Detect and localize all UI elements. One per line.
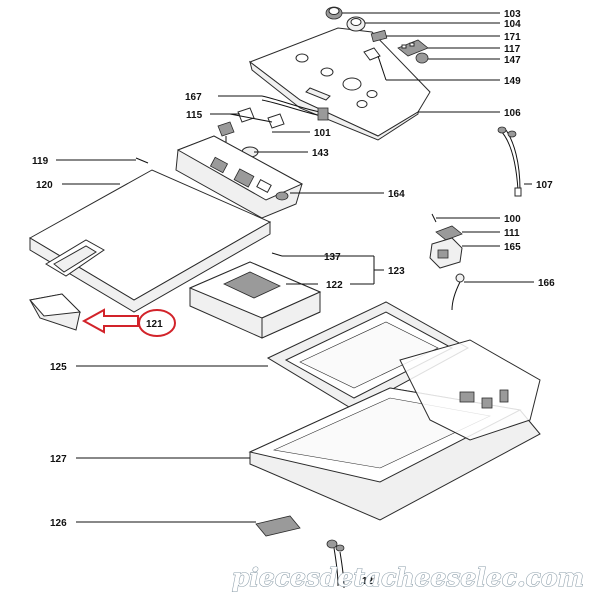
callout-127: 127: [50, 454, 67, 465]
callout-111: 111: [504, 228, 520, 239]
callout-104: 104: [504, 19, 521, 30]
callout-164: 164: [388, 189, 405, 200]
callout-119: 119: [32, 156, 49, 167]
callout-149: 149: [504, 76, 521, 87]
callout-labels: 103 104 171 117 147 149 167 115 101 106 …: [32, 9, 555, 587]
callout-101: 101: [314, 128, 331, 139]
leader-lines: [56, 12, 534, 523]
knob-147: [415, 52, 429, 64]
screw-100: [431, 213, 437, 223]
button-171: [370, 29, 388, 43]
knob-104: [346, 16, 366, 32]
callout-166: 166: [538, 278, 555, 289]
callout-100: 100: [504, 214, 521, 225]
callout-107: 107: [536, 180, 553, 191]
screw-137: [271, 252, 283, 257]
switch-115b: [267, 113, 285, 129]
callout-167: 167: [185, 92, 202, 103]
callout-165: 165: [504, 242, 521, 253]
part-111: [435, 225, 463, 241]
callout-125: 125: [50, 362, 67, 373]
top-frame-127: [248, 339, 541, 521]
switch-115a: [237, 107, 255, 123]
wire-harness-167: [261, 95, 329, 121]
callout-137: 137: [324, 252, 341, 263]
watermark-text: piecesdetacheeselec.com: [232, 563, 584, 592]
detergent-dispenser-122: [188, 261, 322, 339]
cable-128: [326, 539, 345, 589]
callout-171: 171: [504, 32, 521, 43]
screw-119: [135, 157, 149, 164]
lamp-101: [217, 121, 235, 144]
callout-123: 123: [388, 266, 405, 277]
callout-120: 120: [36, 180, 53, 191]
callout-103: 103: [504, 9, 521, 20]
callout-122: 122: [326, 280, 343, 291]
clip-126: [255, 515, 301, 537]
highlight-arrow: [81, 308, 176, 337]
gasket-125: [266, 301, 470, 411]
callout-143: 143: [312, 148, 329, 159]
callout-126: 126: [50, 518, 67, 529]
callout-128: 128: [362, 576, 379, 587]
clip-149: [363, 47, 381, 61]
control-panel-cover: [248, 27, 431, 141]
lid-120: [28, 169, 272, 313]
callout-115: 115: [186, 110, 203, 121]
cable-107: [497, 126, 522, 197]
callout-121: 121: [146, 319, 163, 330]
callout-117: 117: [504, 44, 521, 55]
electronic-board-164: [175, 135, 304, 219]
callout-147: 147: [504, 55, 521, 66]
sensor-166: [451, 273, 465, 311]
door-lock-165: [429, 237, 463, 269]
knob-103: [325, 6, 343, 20]
handle-121: [29, 293, 82, 331]
callout-106: 106: [504, 108, 521, 119]
